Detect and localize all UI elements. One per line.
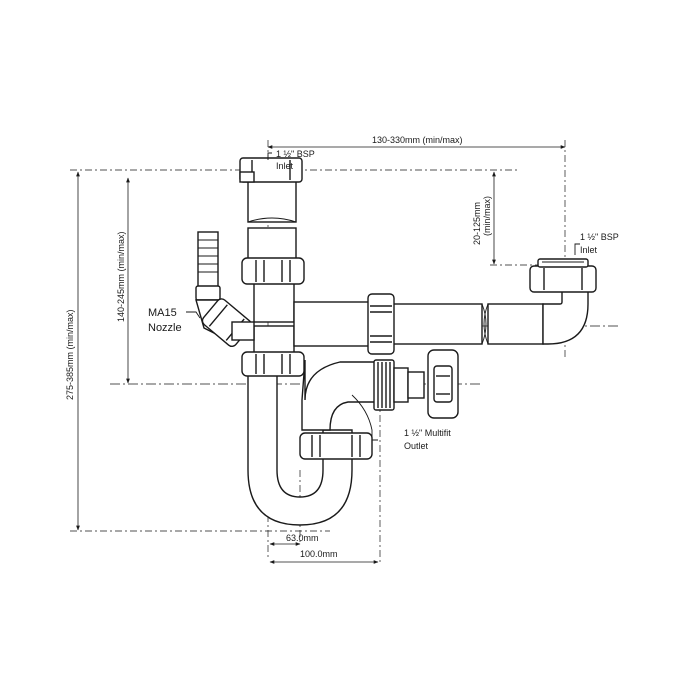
dimension-right-drop: 20-125mm (min/max): [472, 171, 496, 265]
dim-top-width-label: 130-330mm (min/max): [372, 135, 463, 145]
vertical-pipe-nut: [241, 257, 305, 285]
inlet-top-label-2: Inlet: [276, 161, 294, 171]
outlet-label-2: Outlet: [404, 441, 429, 451]
dimension-inner-height: 140-245mm (min/max): [116, 177, 130, 384]
dim-trap-outer-label: 100.0mm: [300, 549, 338, 559]
trap-u-bend: [247, 359, 379, 526]
dimension-top-width: 130-330mm (min/max): [267, 135, 566, 149]
horizontal-pipe: [293, 289, 589, 347]
dim-inner-height-label: 140-245mm (min/max): [116, 231, 126, 322]
multifit-outlet: [373, 349, 459, 419]
inlet-right-label-2: Inlet: [580, 245, 598, 255]
dim-right-drop-label: 20-125mm: [472, 202, 482, 245]
inlet-top-label-1: 1 ½" BSP: [276, 149, 315, 159]
dimension-trap-outer: 100.0mm: [269, 549, 379, 564]
top-inlet-nut: [239, 157, 303, 183]
ma15-nozzle: [195, 231, 255, 348]
dim-overall-height-label: 275-385mm (min/max): [65, 309, 75, 400]
trap-top-nut: [241, 351, 305, 377]
outlet-label-1: 1 ½" Multifit: [404, 428, 451, 438]
nozzle-label-2: Nozzle: [148, 322, 182, 334]
dimension-trap-inner: 63.0mm: [269, 533, 319, 546]
dimension-overall-height: 275-385mm (min/max): [65, 171, 80, 531]
dim-right-drop-unit: (min/max): [482, 196, 492, 236]
left-vertical-pipe: [247, 171, 297, 355]
dim-trap-inner-label: 63.0mm: [286, 533, 319, 543]
horizontal-pipe-nut: [367, 293, 395, 355]
trap-outlet-nut: [299, 432, 373, 460]
nozzle-label-1: MA15: [148, 307, 177, 319]
inlet-right-label-1: 1 ½" BSP: [580, 232, 619, 242]
right-inlet-nut: [529, 258, 597, 293]
leader-lines: [186, 152, 580, 441]
